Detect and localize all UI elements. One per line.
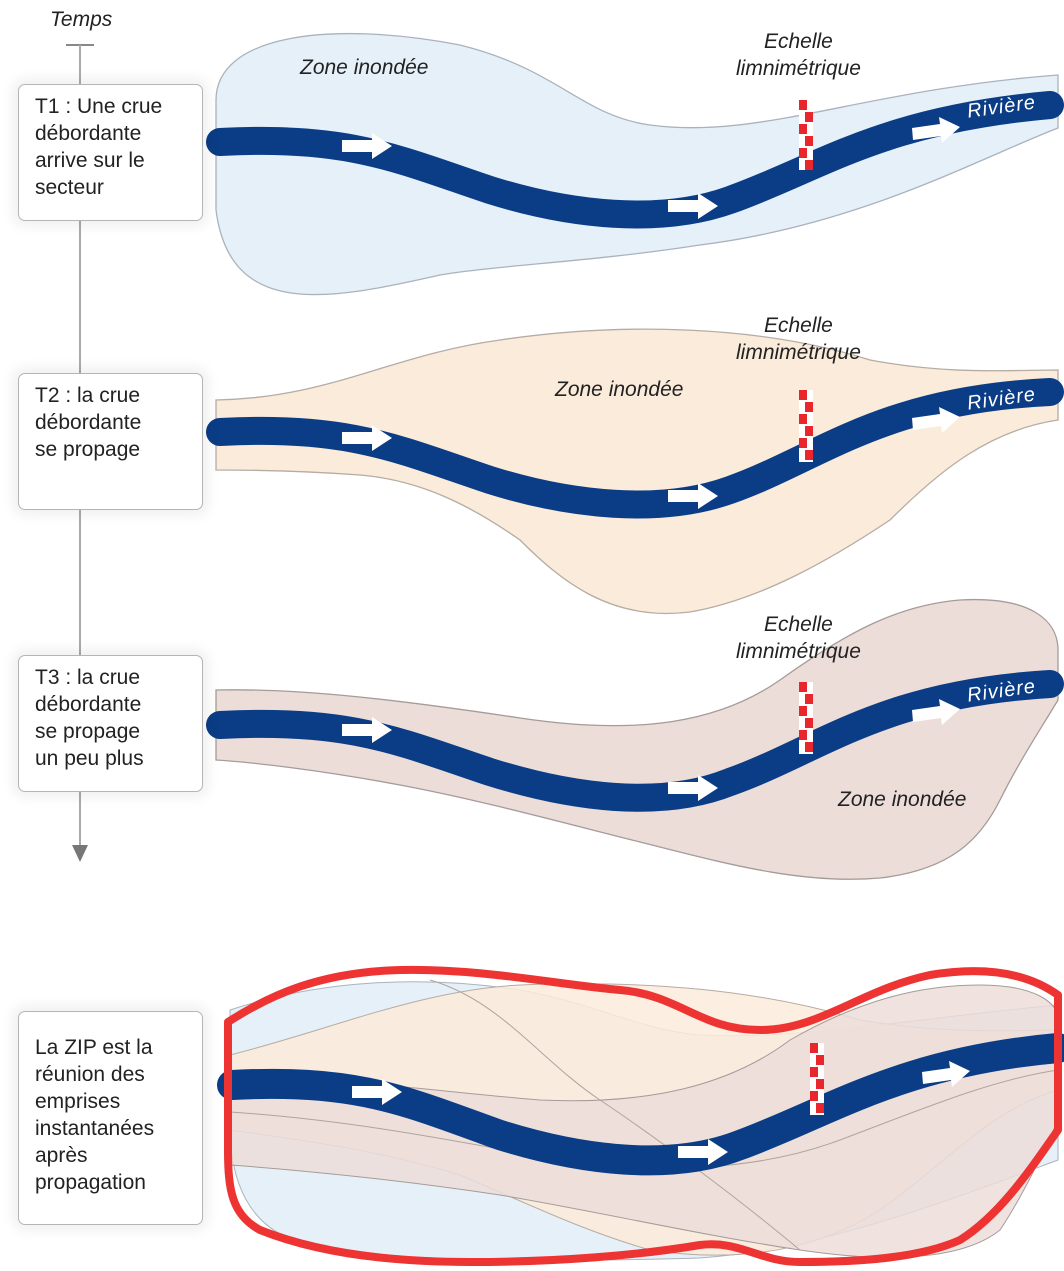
flow-arrow-icon — [912, 407, 960, 433]
flow-arrow-icon — [668, 775, 718, 801]
flow-arrow-icon — [678, 1139, 728, 1165]
step-box-zip: La ZIP est la réunion des emprises insta… — [18, 1011, 203, 1225]
zip-outline — [224, 965, 1062, 1266]
panel-3 — [206, 598, 1064, 880]
flood-zone-3 — [215, 598, 1059, 880]
zip-inner-line — [429, 979, 801, 1251]
gauge-3 — [799, 682, 813, 754]
gauge-label-2: Echelle limnimétrique — [736, 314, 861, 364]
timeline-title: Temps — [50, 8, 113, 31]
zone-label-1: Zone inondée — [300, 56, 429, 79]
gauge-label-3: Echelle limnimétrique — [736, 613, 861, 663]
flow-arrow-icon — [668, 193, 718, 219]
flood-zone-2 — [215, 328, 1059, 615]
gauge-2 — [799, 390, 813, 462]
flow-arrow-icon — [342, 133, 392, 159]
flow-arrow-icon — [668, 483, 718, 509]
panel-zip — [217, 965, 1064, 1266]
panel-1 — [206, 32, 1064, 296]
flow-arrow-icon — [922, 1061, 970, 1087]
gauge-zip — [810, 1043, 824, 1115]
flow-arrow-icon — [342, 717, 392, 743]
step-box-t2: T2 : la crue débordante se propage — [18, 373, 203, 510]
step-box-t1: T1 : Une crue débordante arrive sur le s… — [18, 84, 203, 221]
timeline-arrowhead — [72, 845, 88, 862]
flow-arrow-icon — [342, 425, 392, 451]
flood-zone-1 — [215, 32, 1059, 296]
flow-arrow-icon — [912, 117, 960, 143]
gauge-label-1: Echelle limnimétrique — [736, 30, 861, 80]
gauge-1 — [799, 100, 813, 170]
panel-2 — [206, 328, 1064, 615]
flow-arrow-icon — [912, 699, 960, 725]
flow-arrow-icon — [352, 1079, 402, 1105]
zone-label-3: Zone inondée — [838, 788, 967, 811]
step-box-t3: T3 : la crue débordante se propage un pe… — [18, 655, 203, 792]
zone-label-2: Zone inondée — [555, 378, 684, 401]
